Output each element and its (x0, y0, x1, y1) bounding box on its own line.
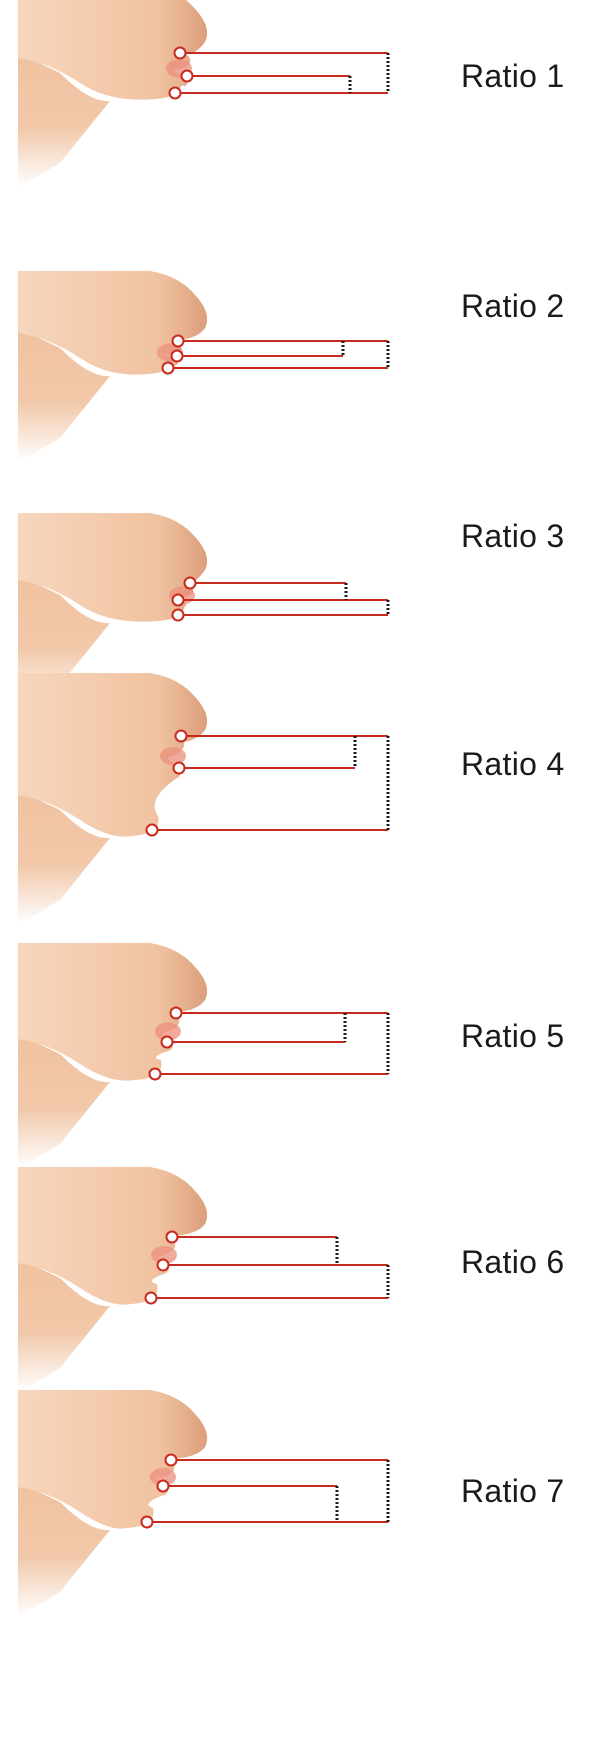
landmark-marker-labrale-inferius (166, 1455, 177, 1466)
ratio-panel: Ratio 1 (0, 0, 591, 250)
landmark-marker-stomion (173, 610, 184, 621)
ratio-label: Ratio 6 (461, 1246, 565, 1278)
ratio-label: Ratio 3 (461, 520, 565, 552)
face-diagram (0, 228, 591, 478)
landmark-marker-labrale-inferius (163, 363, 174, 374)
landmark-marker-labiomental-fold (158, 1260, 169, 1271)
face-diagram (0, 0, 591, 250)
ratio-panel: Ratio 2 (0, 228, 591, 478)
ratio-label: Ratio 1 (461, 60, 565, 92)
landmark-marker-soft-tissue-menton (142, 1517, 153, 1528)
ratio-panel: Ratio 7 (0, 1375, 591, 1625)
landmark-marker-labrale-superius (173, 595, 184, 606)
landmark-marker-labiomental-fold (158, 1481, 169, 1492)
landmark-marker-stomion (182, 71, 193, 82)
ratio-panel: Ratio 5 (0, 918, 591, 1168)
ratio-panel: Ratio 3 (0, 458, 591, 708)
landmark-marker-soft-tissue-menton (147, 825, 158, 836)
landmark-marker-subnasale (185, 578, 196, 589)
landmark-marker-labrale-inferius (170, 88, 181, 99)
face-diagram (0, 458, 591, 708)
landmark-marker-labrale-superius (173, 336, 184, 347)
landmark-marker-labiomental-fold (162, 1037, 173, 1048)
ratio-label: Ratio 7 (461, 1475, 565, 1507)
landmark-marker-stomion (171, 1008, 182, 1019)
ratio-label: Ratio 4 (461, 748, 565, 780)
landmark-marker-soft-tissue-menton (150, 1069, 161, 1080)
ratio-label: Ratio 5 (461, 1020, 565, 1052)
landmark-marker-soft-tissue-menton (146, 1293, 157, 1304)
ratio-panel: Ratio 6 (0, 1145, 591, 1395)
ratio-panel: Ratio 4 (0, 688, 591, 938)
ratio-label: Ratio 2 (461, 290, 565, 322)
landmark-marker-stomion (174, 763, 185, 774)
landmark-marker-stomion (172, 351, 183, 362)
landmark-marker-stomion (167, 1232, 178, 1243)
landmark-marker-subnasale (176, 731, 187, 742)
landmark-marker-subnasale (175, 48, 186, 59)
face-diagram (0, 688, 591, 938)
